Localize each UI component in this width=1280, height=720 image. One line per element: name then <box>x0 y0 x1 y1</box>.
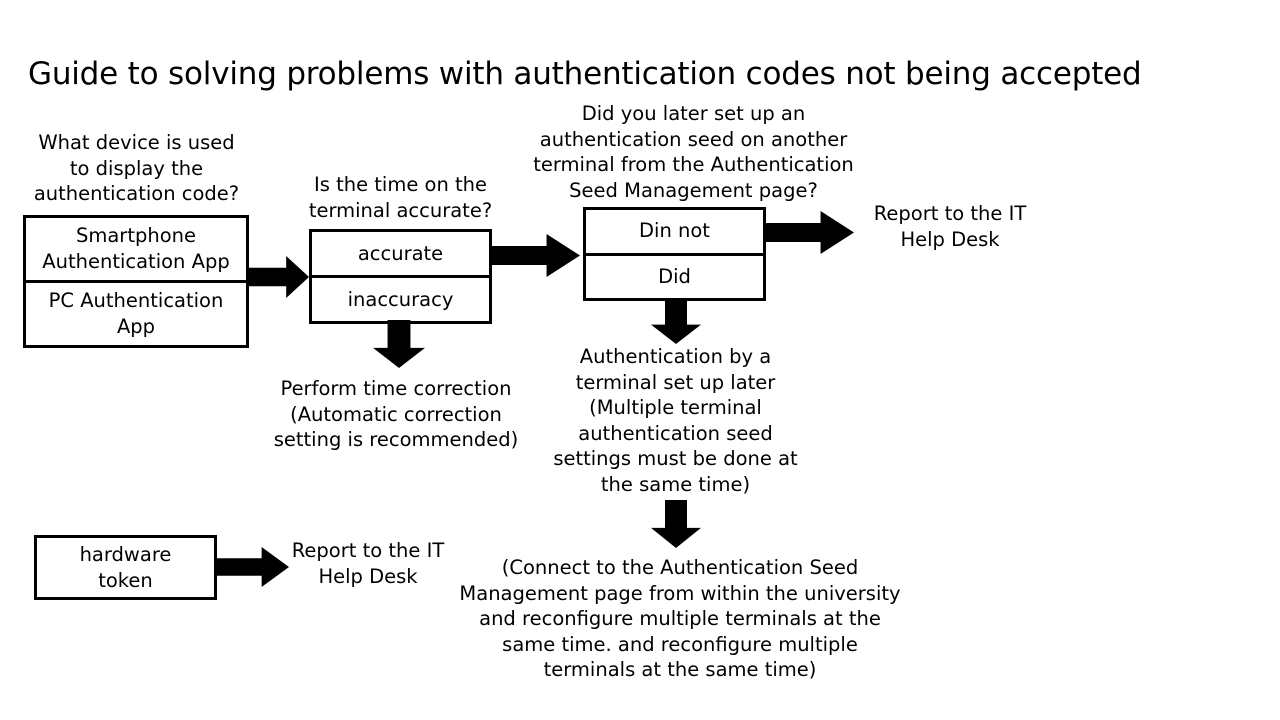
time-option-inaccuracy[interactable]: inaccuracy <box>312 275 489 321</box>
arrow-device-to-time-icon <box>249 256 309 298</box>
arrow-seed-to-report-icon <box>766 211 854 254</box>
outcome-time-correction: Perform time correction(Automatic correc… <box>273 377 519 452</box>
arrow-later-to-connect-icon <box>651 500 701 548</box>
seed-options-box[interactable]: Din not Did <box>583 207 766 301</box>
arrow-time-to-seed-icon <box>492 234 580 277</box>
time-options-box[interactable]: accurate inaccuracy <box>309 229 492 324</box>
arrow-time-to-correction-icon <box>373 320 425 368</box>
arrow-seed-to-later-icon <box>651 298 701 344</box>
seed-option-did[interactable]: Did <box>586 252 763 299</box>
seed-option-did-not[interactable]: Din not <box>639 219 710 243</box>
page-title: Guide to solving problems with authentic… <box>28 56 1142 92</box>
time-option-accurate[interactable]: accurate <box>357 241 444 265</box>
